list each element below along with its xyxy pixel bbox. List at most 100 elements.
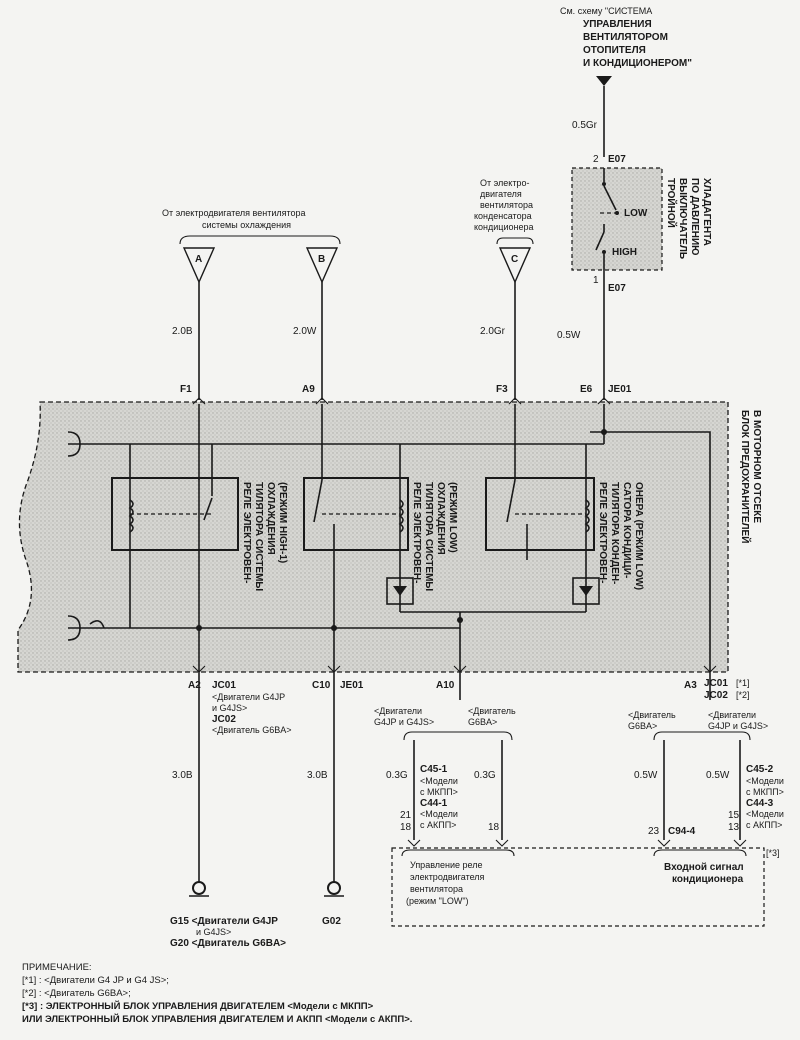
pin-21: 21	[400, 810, 412, 821]
junction-dot-icon	[196, 625, 202, 631]
chevron-up-icon	[508, 397, 522, 405]
ps-conn-bottom: E07	[608, 283, 626, 294]
chevron-down-icon	[495, 839, 509, 847]
fan-motor-line-2: системы охлаждения	[202, 220, 291, 230]
jc02-a: JC02	[212, 714, 236, 725]
chevron-down-icon	[657, 839, 671, 847]
relay-2-title-2: ТИЛЯТОРА СИСТЕМЫ	[423, 482, 434, 591]
ground-icon	[192, 881, 206, 895]
chevron-down-icon	[407, 839, 421, 847]
c44-3: C44-3	[746, 798, 774, 809]
ground-g02: G02	[322, 881, 344, 927]
mkpp-l1: <Модели	[420, 776, 458, 786]
fan-motor-source: От электродвигателя вентилятора системы …	[162, 208, 341, 284]
chevron-up-icon	[597, 397, 611, 405]
pin-15: 15	[728, 810, 740, 821]
notes-title: ПРИМЕЧАНИЕ:	[22, 962, 92, 973]
akpp-l2: с АКПП>	[420, 820, 456, 830]
diode-arrow-icon	[579, 586, 593, 596]
c45-2: C45-2	[746, 764, 774, 775]
relay-1-title-4: (РЕЖИМ HIGH-1)	[277, 482, 288, 563]
mkpp-l2: с МКПП>	[420, 787, 458, 797]
fan-motor-bracket	[179, 235, 341, 245]
relay-2-box	[303, 477, 409, 551]
ecu-ctrl-bracket	[401, 849, 515, 857]
fuse-curl-icon	[67, 431, 81, 445]
connector-b-label: B	[318, 254, 325, 265]
cond-line-4: конденсатора	[474, 211, 532, 221]
pin-f3: F3	[496, 384, 508, 395]
wire-label-30b-2: 3.0B	[307, 770, 328, 781]
connector-a-icon	[182, 247, 216, 284]
akpp-r1: <Модели	[746, 809, 784, 819]
eng-g4-b2: G4JP и G4JS>	[374, 717, 434, 727]
ecu-input-bracket	[653, 849, 747, 857]
wire-label-05w: 0.5W	[557, 330, 581, 341]
pin-18a: 18	[400, 822, 412, 833]
c94-4: C94-4	[668, 826, 696, 837]
chevron-up-icon	[315, 397, 329, 405]
pin-13: 13	[728, 822, 740, 833]
relay-coil-icon	[128, 499, 134, 533]
relay-3-box	[485, 477, 595, 551]
pin-18b: 18	[488, 822, 500, 833]
jc02-c-note: [*2]	[736, 690, 750, 700]
ecu-box-outline	[391, 847, 765, 927]
ps-conn-top: E07	[608, 154, 626, 165]
c45-1: C45-1	[420, 764, 448, 775]
pin-a9: A9	[302, 384, 315, 395]
relay-3-title-2: ТИЛЯТОРА КОНДЕН-	[609, 482, 620, 584]
pin-c10: C10	[312, 680, 331, 691]
top-ref-line-1: См. схему "СИСТЕМА	[560, 6, 652, 16]
ps-blade-low-icon	[603, 185, 617, 211]
input-line-1: Входной сигнал	[664, 862, 744, 873]
eng-g6-b1: <Двигатель	[468, 706, 516, 716]
junction-dot-icon	[457, 617, 463, 623]
relay-2: РЕЛЕ ЭЛЕКТРОВЕН- ТИЛЯТОРА СИСТЕМЫ ОХЛАЖД…	[303, 444, 458, 672]
jc01-a: JC01	[212, 680, 236, 691]
relay-coil-icon	[584, 499, 590, 533]
fuse-block: БЛОК ПРЕДОХРАНИТЕЛЕЙ В МОТОРНОМ ОТСЕКЕ F…	[17, 384, 762, 673]
ecu-box-note: [*3]	[766, 848, 780, 858]
pin-a3: A3	[684, 680, 697, 691]
eng-g6-c1: <Двигатель	[628, 710, 676, 720]
cond-bracket	[496, 237, 534, 245]
pin-a2: A2	[188, 680, 201, 691]
ps-title: ТРОЙНОЙ ВЫКЛЮЧАТЕЛЬ ПО ДАВЛЕНИЮ ХЛАДАГЕН…	[665, 178, 712, 259]
relay-switch-icon	[506, 479, 516, 523]
relay-2-title-3: ОХЛАЖДЕНИЯ	[435, 482, 446, 555]
pin-a10: A10	[436, 680, 455, 691]
ctrl-line-2: электродвигателя	[410, 872, 485, 882]
note-1: [*1] : <Двигатели G4 JP и G4 JS>;	[22, 975, 169, 986]
pin-je01: JE01	[608, 384, 632, 395]
relay-3-title-3: САТОРА КОНДИЦИ-	[621, 482, 632, 578]
jc01-c: JC01	[704, 678, 728, 689]
wire-label-20w: 2.0W	[293, 326, 317, 337]
chevron-up-icon	[192, 397, 206, 405]
connector-a-label: A	[195, 254, 202, 265]
input-line-2: кондиционера	[672, 874, 744, 885]
jc01-c-note: [*1]	[736, 678, 750, 688]
wire-label-05w-1: 0.5W	[634, 770, 658, 781]
top-ref-line-3: ВЕНТИЛЯТОРОМ	[583, 32, 668, 43]
ctrl-line-3: вентилятора	[410, 884, 463, 894]
ps-blade-high-icon	[595, 231, 605, 251]
ground-g15-label: G15 <Двигатели G4JP	[170, 916, 278, 927]
note-3: [*3] : ЭЛЕКТРОННЫЙ БЛОК УПРАВЛЕНИЯ ДВИГА…	[22, 1001, 374, 1012]
c44-1: C44-1	[420, 798, 448, 809]
top-ref-line-5: И КОНДИЦИОНЕРОМ"	[583, 58, 692, 69]
fuse-curl-icon	[67, 615, 81, 629]
diode-arrow-icon	[393, 586, 407, 596]
cond-line-1: От электро-	[480, 178, 529, 188]
eng-g4-c1: <Двигатели	[708, 710, 756, 720]
wire-label-20b: 2.0B	[172, 326, 193, 337]
ps-high-label: HIGH	[612, 247, 637, 258]
junction-dot-icon	[601, 429, 607, 435]
cond-line-5: кондиционера	[474, 222, 533, 232]
pin-e6: E6	[580, 384, 593, 395]
cond-line-2: двигателя	[480, 189, 522, 199]
pin-23: 23	[648, 826, 660, 837]
fuse-block-housing	[17, 401, 729, 673]
ground-g20-label: G20 <Двигатель G6BA>	[170, 938, 286, 949]
